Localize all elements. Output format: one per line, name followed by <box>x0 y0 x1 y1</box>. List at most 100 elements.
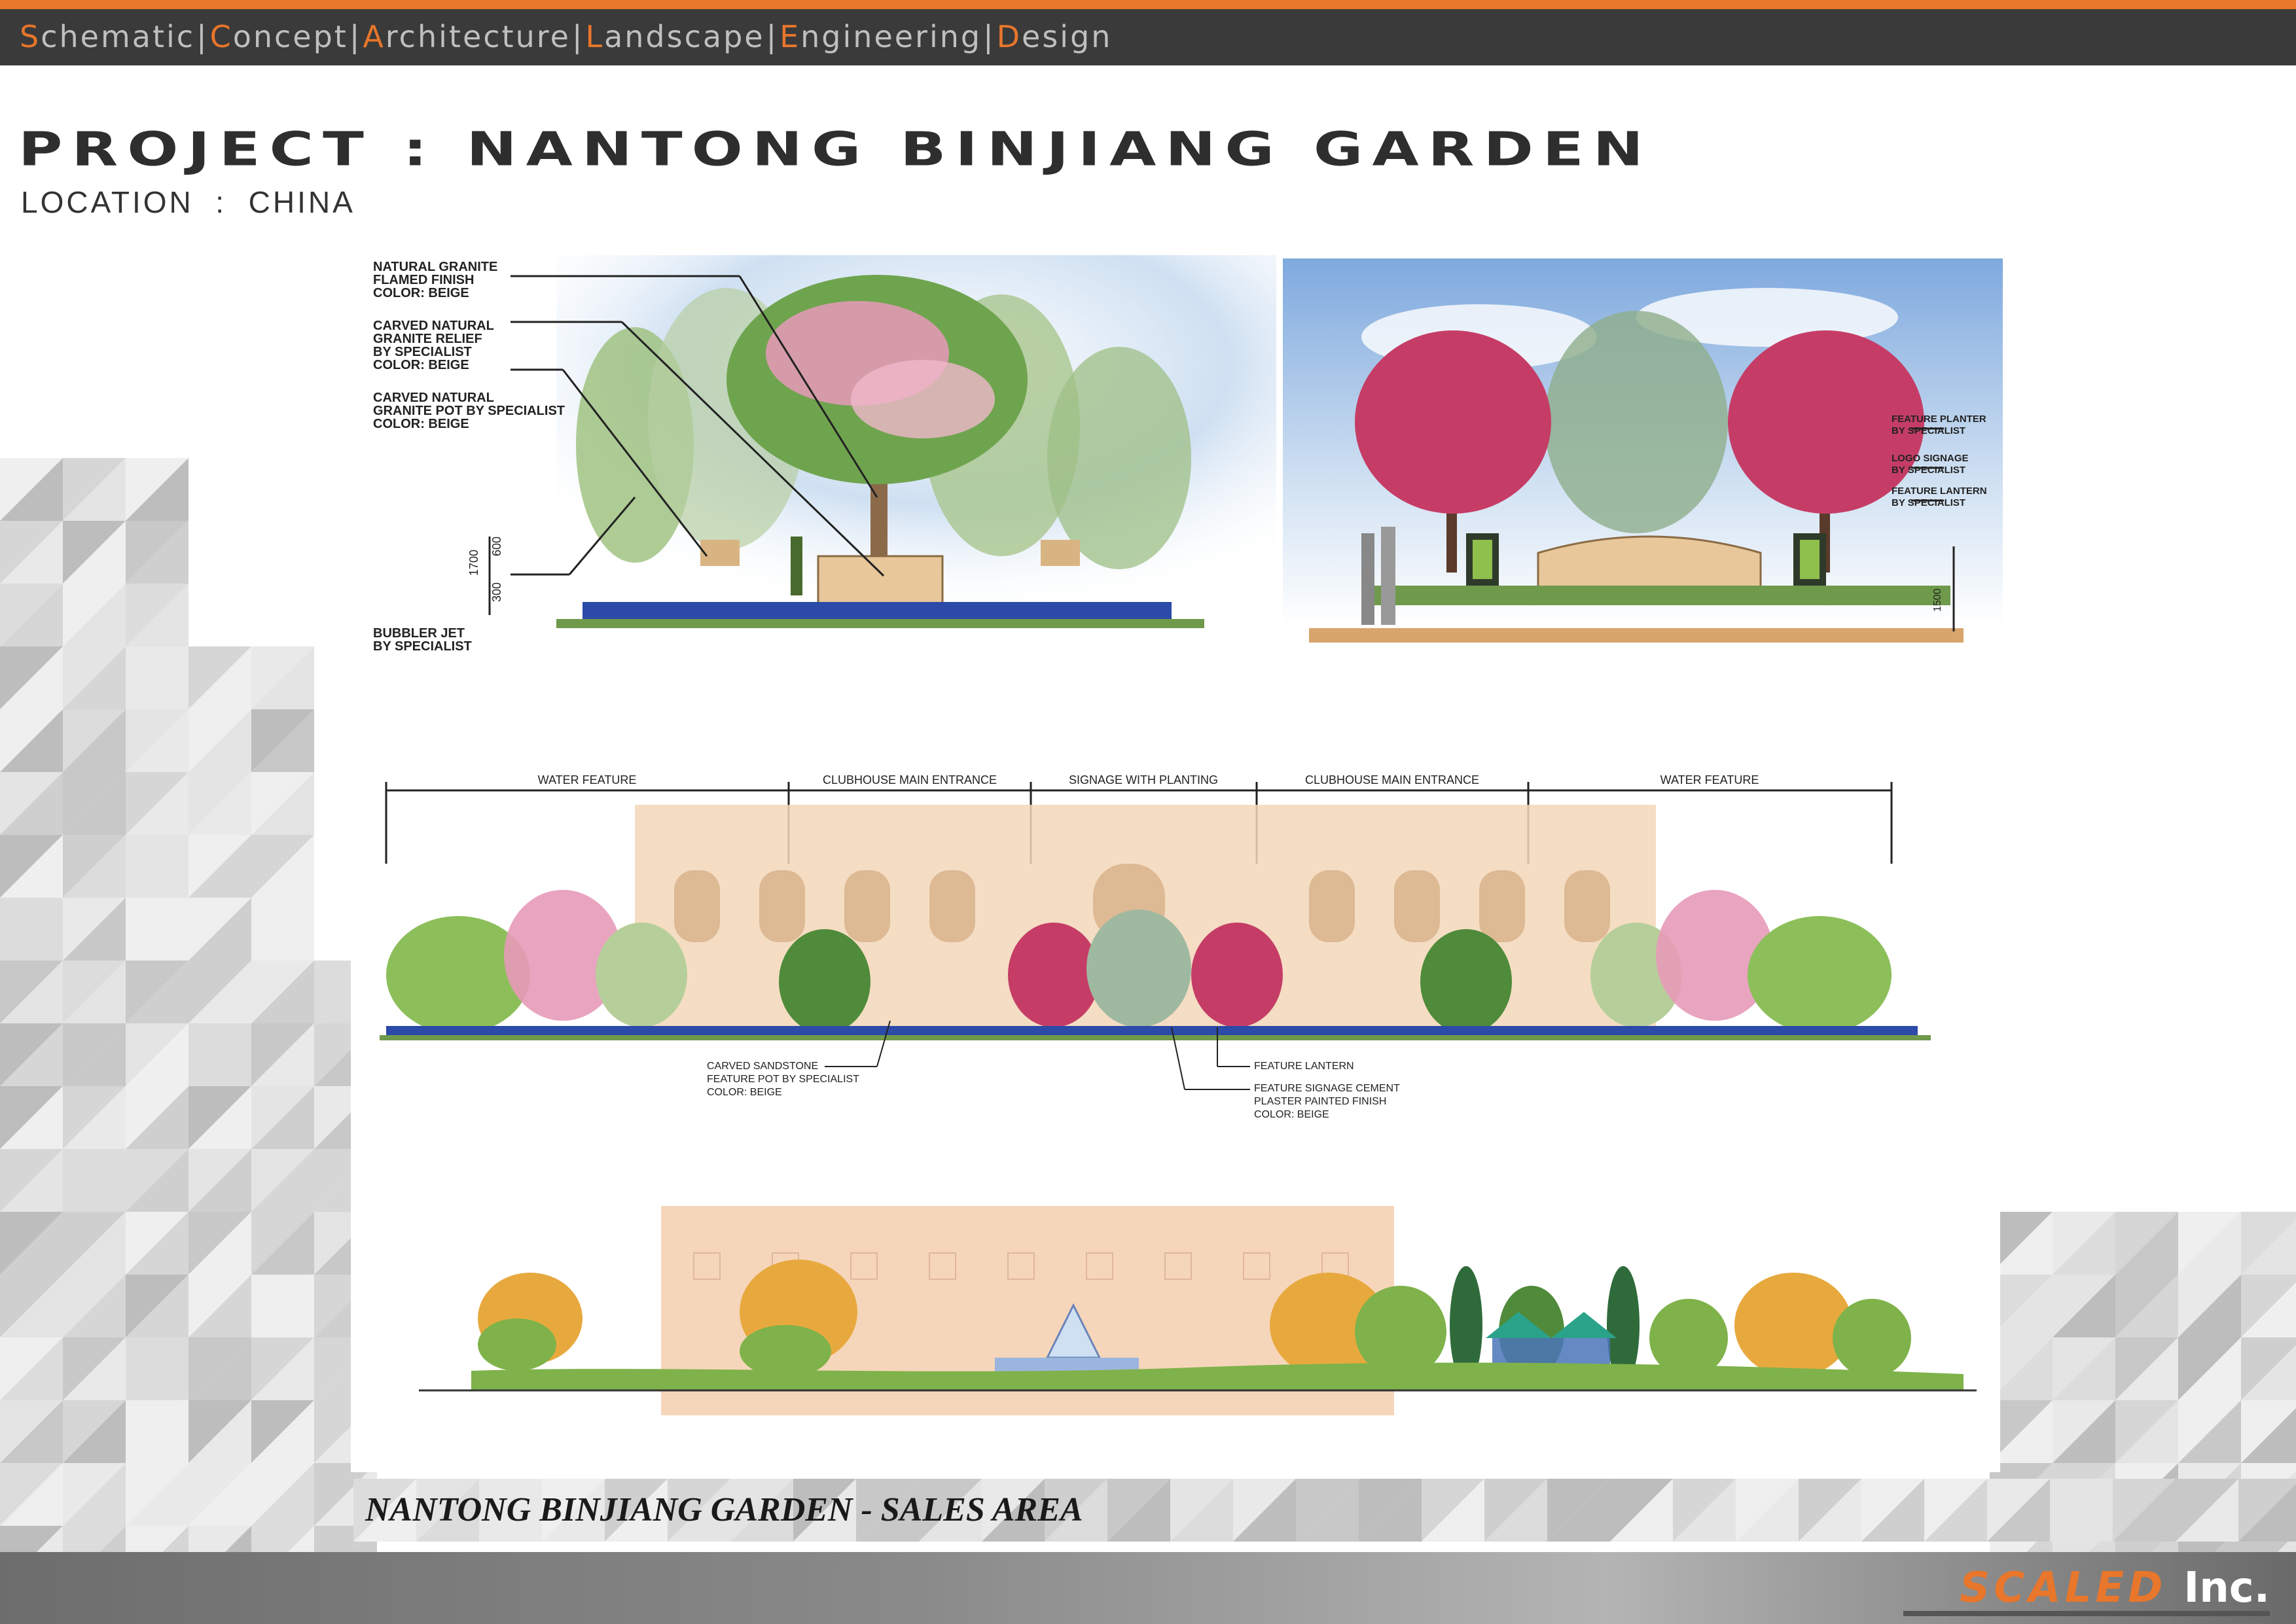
note-line: BY SPECIALIST <box>373 639 472 654</box>
sheet-caption: NANTONG BINJIANG GARDEN - SALES AREA <box>365 1491 1083 1528</box>
note-line: CARVED NATURAL <box>373 319 494 333</box>
mosaic-triangle <box>188 1149 251 1212</box>
note-line: CARVED NATURAL <box>373 391 494 405</box>
mosaic-triangle <box>188 646 251 709</box>
mosaic-triangle <box>0 521 63 584</box>
side-pot <box>700 540 740 566</box>
mosaic-triangle <box>63 646 126 709</box>
mosaic-triangle <box>251 646 314 709</box>
ground-line <box>380 1035 1931 1040</box>
mosaic-triangle <box>188 1526 251 1557</box>
mosaic-triangle <box>157 1526 188 1557</box>
leader-lines <box>825 1020 1250 1090</box>
mosaic-triangle <box>1990 1275 2053 1337</box>
mosaic-triangle <box>1107 1479 1170 1542</box>
scale-figure <box>1381 527 1395 625</box>
mosaic-triangle <box>251 1463 314 1526</box>
mosaic-left <box>0 458 377 1557</box>
mosaic-triangle <box>188 772 251 835</box>
nav-separator: | <box>349 19 362 54</box>
mosaic-triangle <box>793 1479 856 1542</box>
mosaic-triangle <box>1484 1479 1547 1542</box>
mosaic-bottom <box>353 1479 2296 1542</box>
ground-line <box>556 619 1204 628</box>
note-line: PLASTER PAINTED FINISH <box>1254 1096 1386 1107</box>
mosaic-triangle <box>1422 1479 1484 1542</box>
mosaic-triangle <box>2053 1337 2115 1400</box>
nav-label: chematic <box>41 19 196 54</box>
nav-label: andscape <box>604 19 765 54</box>
elevation-notes: FEATURE PLANTER BY SPECIALIST LOGO SIGNA… <box>1892 414 1987 508</box>
mosaic-triangle <box>1296 1479 1359 1542</box>
note-line: CARVED SANDSTONE <box>707 1061 818 1072</box>
building-grid <box>693 1252 1349 1280</box>
segment-label: WATER FEATURE <box>538 773 637 786</box>
mosaic-triangle <box>0 772 63 835</box>
dim-label: 1500 <box>1932 588 1943 612</box>
mosaic-triangle <box>2241 1400 2296 1463</box>
planting-bed <box>1361 586 1950 605</box>
mosaic-triangle <box>1610 1479 1673 1542</box>
nav-label: rchitecture <box>385 19 571 54</box>
mosaic-triangle <box>251 709 314 772</box>
mosaic-triangle <box>63 709 126 772</box>
mosaic-triangle <box>2053 1400 2115 1463</box>
mosaic-triangle <box>0 1337 63 1400</box>
mosaic-triangle <box>0 898 63 961</box>
mosaic-triangle <box>94 1526 126 1557</box>
segment-label: SIGNAGE WITH PLANTING <box>1069 773 1218 786</box>
nav-initial: A <box>363 19 386 54</box>
mosaic-triangle <box>0 1526 63 1557</box>
nav-label: oncept <box>232 19 348 54</box>
mosaic-triangle <box>0 458 63 521</box>
mosaic-triangle <box>251 1400 314 1463</box>
segment-label: CLUBHOUSE MAIN ENTRANCE <box>823 773 997 786</box>
note-line: COLOR: BEIGE <box>373 286 469 300</box>
mosaic-triangle <box>2241 1212 2296 1275</box>
nav-separator: | <box>571 19 584 54</box>
mosaic-triangle <box>251 1526 314 1557</box>
project-title: PROJECT : NANTONG BINJIANG GARDEN <box>18 122 1653 177</box>
mosaic-triangle <box>2241 1408 2296 1463</box>
mosaic-triangle <box>63 1212 126 1275</box>
section-sales-area <box>419 1206 1977 1415</box>
nav-item-schematic: Schematic <box>20 19 195 54</box>
section-ground <box>471 1362 1964 1390</box>
mosaic-triangle <box>126 1212 188 1275</box>
mosaic-triangle <box>0 584 63 646</box>
company-logo: SCALED Inc. <box>1960 1560 2270 1612</box>
mosaic-triangle <box>188 1463 251 1526</box>
tree-bg <box>1047 347 1191 569</box>
elevation-clubhouse-entrance: WATER FEATURE CLUBHOUSE MAIN ENTRANCE SI… <box>380 773 1931 1120</box>
note-line: FEATURE PLANTER <box>1892 414 1986 425</box>
mosaic-triangle <box>2115 1275 2178 1337</box>
mosaic-triangle <box>2241 1337 2296 1400</box>
mosaic-triangle <box>1861 1479 1924 1542</box>
mosaic-triangle <box>63 458 126 521</box>
nav-item-architecture: Architecture <box>363 19 571 54</box>
mosaic-triangle <box>1673 1479 1736 1542</box>
mosaic-triangle <box>1233 1479 1296 1542</box>
dimension-labels: 1700 300 600 <box>467 537 503 602</box>
note-line: COLOR: BEIGE <box>1254 1109 1329 1120</box>
mosaic-triangle <box>126 584 188 646</box>
nav-initial: E <box>780 19 801 54</box>
note-line: BY SPECIALIST <box>1892 465 1965 476</box>
nav-label: esign <box>1022 19 1113 54</box>
mosaic-triangle <box>1359 1479 1422 1542</box>
mosaic-triangle <box>2053 1212 2115 1275</box>
mosaic-triangle <box>982 1479 1045 1542</box>
segment-labels: WATER FEATURE CLUBHOUSE MAIN ENTRANCE SI… <box>538 773 1759 786</box>
mosaic-triangle <box>251 1337 314 1400</box>
mosaic-triangle <box>479 1479 542 1542</box>
mosaic-triangle <box>856 1479 919 1542</box>
mosaic-triangle <box>63 1526 126 1557</box>
mosaic-triangle <box>2178 1337 2241 1400</box>
mosaic-triangle <box>0 961 63 1023</box>
mosaic-triangle <box>251 772 314 835</box>
note-line: GRANITE RELIEF <box>373 332 482 346</box>
mosaic-triangle <box>2178 1400 2241 1463</box>
tree-canopy-red <box>1355 330 1551 514</box>
nav-initial: D <box>996 19 1022 54</box>
mosaic-triangle <box>0 709 63 772</box>
